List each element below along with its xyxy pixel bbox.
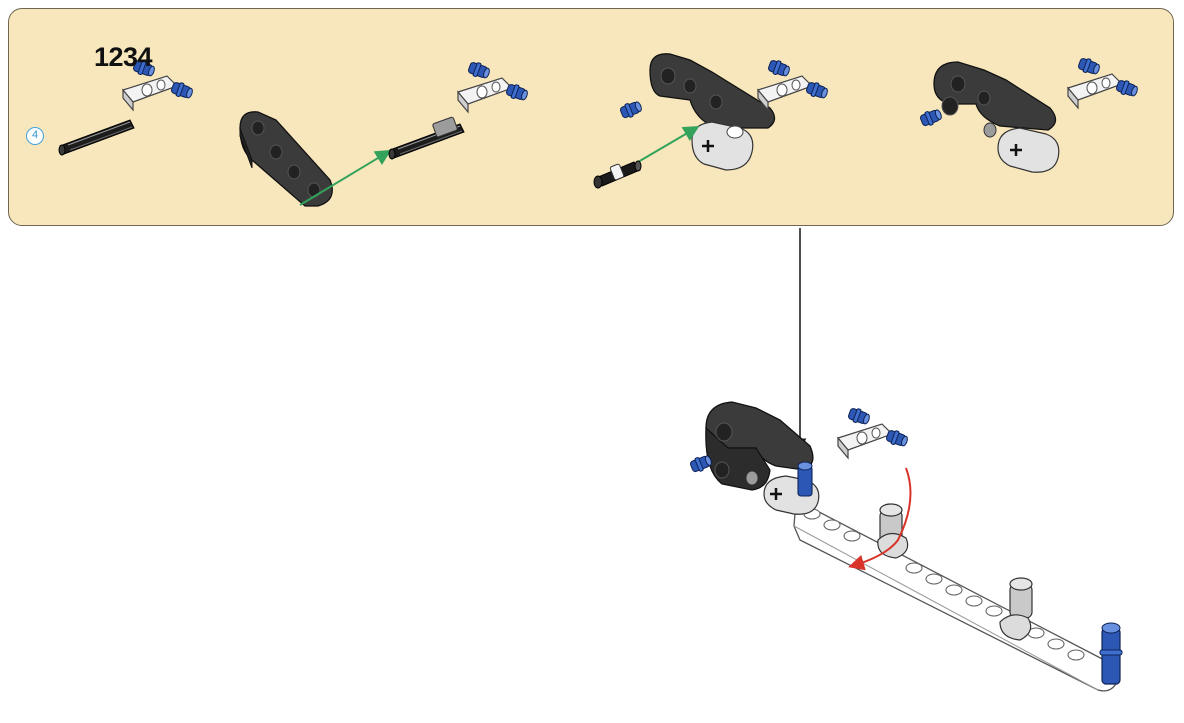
axle-connector-assembly-icon: [388, 60, 529, 160]
l-beam-icon: [618, 53, 829, 171]
l-beam-icon: [688, 401, 909, 515]
axle-connector-assembly-icon: [877, 503, 1033, 641]
l-beam-icon: [918, 56, 1139, 173]
axle-pin-icon: [593, 160, 642, 189]
l-beam-icon: [239, 111, 333, 207]
step-number-badge: 4: [26, 127, 44, 145]
axle-connector-assembly-icon: [58, 58, 194, 156]
insert-arrow-icon: [637, 125, 700, 163]
straight-beam-icon: [793, 498, 1119, 692]
part-count-label: 1234: [94, 42, 153, 72]
insert-arrow-icon: [299, 149, 392, 206]
blue-pin-icon: [1099, 622, 1123, 685]
substep-panel: [8, 8, 1174, 226]
rotate-arrow-icon: [848, 467, 912, 571]
